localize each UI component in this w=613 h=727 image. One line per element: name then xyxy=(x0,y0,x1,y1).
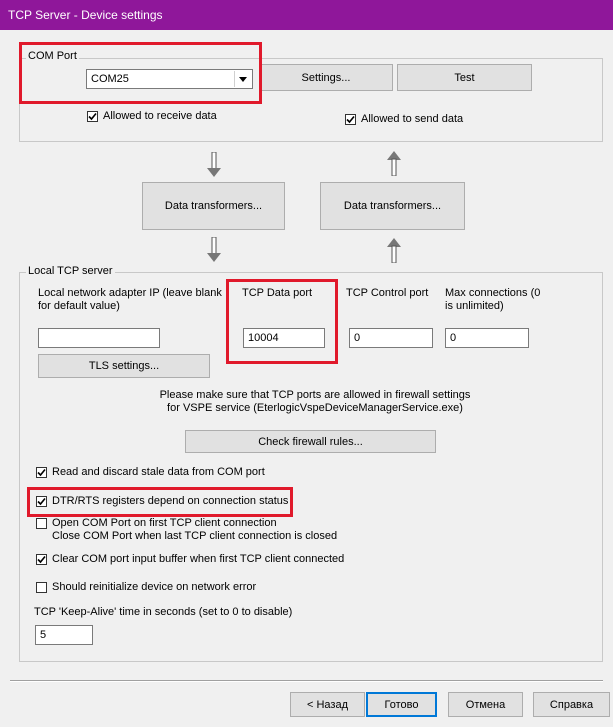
chevron-down-icon[interactable] xyxy=(234,71,251,87)
settings-button[interactable]: Settings... xyxy=(259,64,393,91)
cancel-button[interactable]: Отмена xyxy=(448,692,523,717)
arrow-up-icon xyxy=(387,151,401,176)
check-icon xyxy=(345,114,356,125)
title-bar[interactable]: TCP Server - Device settings xyxy=(0,0,613,30)
control-port-label: TCP Control port xyxy=(346,287,429,299)
reinitialize-label: Should reinitialize device on network er… xyxy=(52,581,257,593)
arrow-down-icon xyxy=(207,152,221,177)
done-button[interactable]: Готово xyxy=(366,692,437,717)
com-port-legend: COM Port xyxy=(26,50,79,62)
open-com-port-checkbox[interactable]: Open COM Port on first TCP client connec… xyxy=(36,517,337,543)
control-port-input[interactable]: 0 xyxy=(349,328,433,348)
dtr-rts-checkbox[interactable]: DTR/RTS registers depend on connection s… xyxy=(36,495,288,508)
local-tcp-legend: Local TCP server xyxy=(26,265,115,277)
firewall-note-line2: for VSPE service (EterlogicVspeDeviceMan… xyxy=(167,402,463,414)
data-transformers-out-button[interactable]: Data transformers... xyxy=(320,182,465,230)
arrow-down-icon xyxy=(207,237,221,262)
data-port-input[interactable]: 10004 xyxy=(243,328,325,348)
check-firewall-button[interactable]: Check firewall rules... xyxy=(185,430,436,453)
window-title: TCP Server - Device settings xyxy=(8,8,163,22)
com-port-select[interactable]: COM25 xyxy=(86,69,253,89)
keepalive-input[interactable]: 5 xyxy=(35,625,93,645)
clear-buffer-checkbox[interactable]: Clear COM port input buffer when first T… xyxy=(36,553,344,566)
allow-send-checkbox[interactable]: Allowed to send data xyxy=(345,113,463,126)
checkbox-empty-icon xyxy=(36,518,47,529)
check-icon xyxy=(87,111,98,122)
allow-receive-checkbox[interactable]: Allowed to receive data xyxy=(87,110,217,123)
com-port-selected: COM25 xyxy=(91,73,129,85)
clear-buffer-label: Clear COM port input buffer when first T… xyxy=(52,553,345,565)
adapter-ip-label: Local network adapter IP (leave blank fo… xyxy=(38,287,222,312)
checkbox-empty-icon xyxy=(36,582,47,593)
adapter-ip-input[interactable] xyxy=(38,328,160,348)
allow-receive-label: Allowed to receive data xyxy=(103,110,217,122)
local-tcp-group xyxy=(19,272,603,662)
check-icon xyxy=(36,554,47,565)
read-discard-label: Read and discard stale data from COM por… xyxy=(52,466,265,478)
arrow-up-icon xyxy=(387,238,401,263)
firewall-note-line1: Please make sure that TCP ports are allo… xyxy=(159,389,471,401)
data-transformers-in-button[interactable]: Data transformers... xyxy=(142,182,285,230)
check-icon xyxy=(36,467,47,478)
dtr-rts-label: DTR/RTS registers depend on connection s… xyxy=(52,495,289,507)
check-icon xyxy=(36,496,47,507)
footer-separator xyxy=(10,680,603,682)
back-button[interactable]: < Назад xyxy=(290,692,365,717)
max-connections-input[interactable]: 0 xyxy=(445,328,529,348)
reinitialize-checkbox[interactable]: Should reinitialize device on network er… xyxy=(36,581,256,594)
keepalive-label: TCP 'Keep-Alive' time in seconds (set to… xyxy=(34,606,293,618)
tls-settings-button[interactable]: TLS settings... xyxy=(38,354,210,378)
test-button[interactable]: Test xyxy=(397,64,532,91)
open-com-port-label: Open COM Port on first TCP client connec… xyxy=(52,517,338,542)
max-connections-label: Max connections (0 is unlimited) xyxy=(445,287,541,312)
data-port-label: TCP Data port xyxy=(242,287,313,299)
read-discard-checkbox[interactable]: Read and discard stale data from COM por… xyxy=(36,466,265,479)
allow-send-label: Allowed to send data xyxy=(361,113,464,125)
help-button[interactable]: Справка xyxy=(533,692,610,717)
